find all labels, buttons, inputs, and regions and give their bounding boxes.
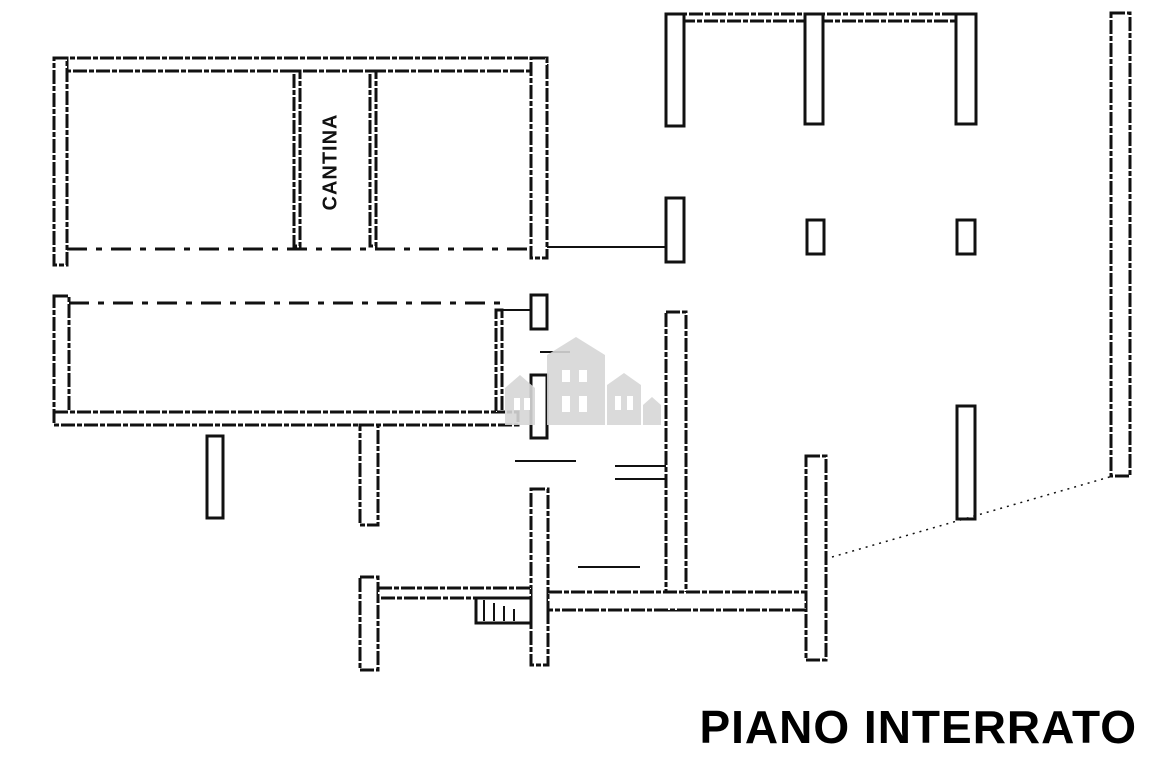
- upper-block-left-wall: [52, 56, 69, 267]
- pillar-lower-left: [205, 434, 225, 520]
- bottom-horizontal-wall: [546, 590, 808, 612]
- lower-block-stub-wall: [358, 423, 380, 527]
- watermark-window: [562, 396, 570, 412]
- right-structure: [664, 11, 1132, 662]
- far-right-wall: [1109, 11, 1132, 478]
- pillar-top-3: [954, 12, 978, 126]
- bottom-left-return-wall: [358, 575, 380, 672]
- watermark-building-small: [643, 397, 661, 425]
- upper-block-right-wall: [529, 56, 549, 260]
- right-long-wall: [664, 310, 688, 612]
- room-label-cantina: CANTINA: [319, 113, 342, 211]
- buildings-icon: [505, 337, 661, 425]
- lower-block-bottom-wall: [52, 410, 520, 427]
- watermark-window: [579, 370, 587, 382]
- bottom-structure: [358, 575, 808, 672]
- pillar-top-2: [803, 12, 825, 126]
- pillar-mid-2: [805, 218, 826, 256]
- pillar-top-1: [664, 12, 686, 128]
- right-short-wall: [804, 454, 828, 662]
- watermark-window: [579, 396, 587, 412]
- watermark-window: [562, 370, 570, 382]
- central-vertical-wall: [529, 487, 550, 667]
- watermark-window: [524, 398, 530, 410]
- lower-block-right-wall: [494, 308, 504, 414]
- watermark-window: [615, 396, 621, 410]
- watermark-building-right: [607, 373, 641, 425]
- pillar-mid-3: [955, 218, 977, 256]
- pillar-mid-1: [664, 196, 686, 264]
- plan-title: PIANO INTERRATO: [699, 701, 1137, 753]
- cantina-left-partition: [292, 69, 302, 248]
- cantina-right-partition: [368, 69, 378, 248]
- watermark-window: [514, 398, 520, 410]
- pillar-center-1: [529, 293, 549, 331]
- lower-block-left-wall: [52, 294, 71, 427]
- left-lower-block: [52, 294, 531, 527]
- watermark-window: [627, 396, 633, 410]
- left-upper-block: [52, 56, 666, 267]
- central-structure: [515, 293, 666, 667]
- pillar-right-lower: [955, 404, 977, 521]
- upper-block-top-wall: [54, 56, 549, 73]
- watermark-building-main: [547, 337, 605, 425]
